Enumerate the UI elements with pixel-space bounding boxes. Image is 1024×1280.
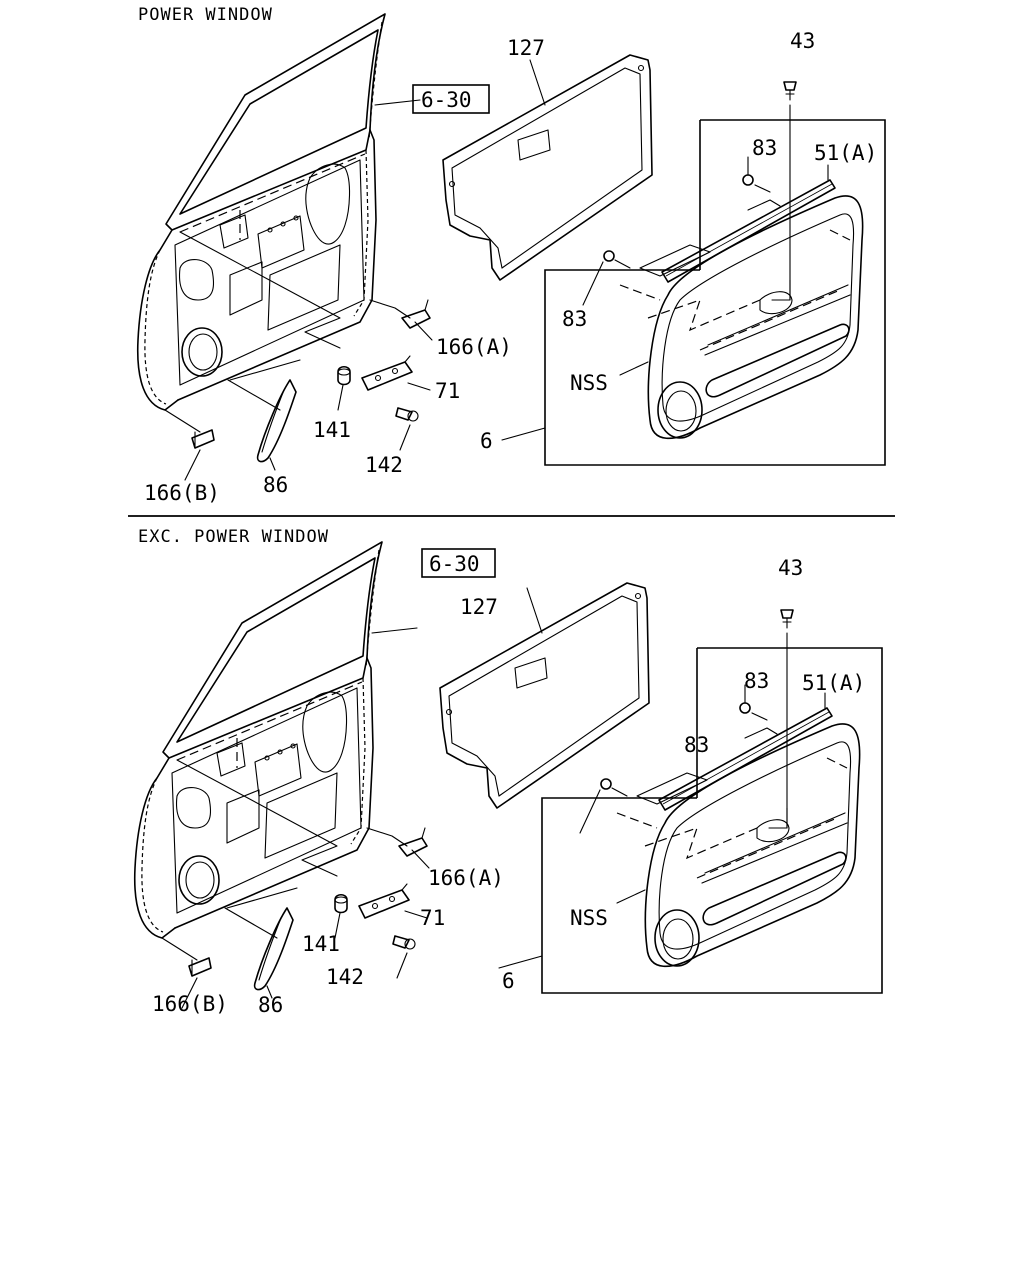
label-86: 86 xyxy=(258,993,283,1017)
label-43: 43 xyxy=(790,29,815,53)
section-title: POWER WINDOW xyxy=(138,5,273,25)
label-51a: 51(A) xyxy=(802,671,865,695)
label-6: 6 xyxy=(502,969,515,993)
label-166b: 166(B) xyxy=(144,481,220,505)
ref-label: 6-30 xyxy=(429,552,480,576)
label-86: 86 xyxy=(263,473,288,497)
label-166a: 166(A) xyxy=(428,866,504,890)
section-title: EXC. POWER WINDOW xyxy=(138,527,329,547)
label-71: 71 xyxy=(435,379,460,403)
label-83-lower: 83 xyxy=(562,307,587,331)
label-127: 127 xyxy=(460,595,498,619)
section-power-window: POWER WINDOW 6-30 127 43 83 51(A) 83 166… xyxy=(136,5,886,505)
section-exc-power-window: EXC. POWER WINDOW 6-30 127 43 83 51(A) 8… xyxy=(133,527,883,1017)
label-166a: 166(A) xyxy=(436,335,512,359)
ref-label: 6-30 xyxy=(421,88,472,112)
label-71: 71 xyxy=(420,906,445,930)
label-142: 142 xyxy=(365,453,403,477)
label-83-upper: 83 xyxy=(752,136,777,160)
label-83-lower: 83 xyxy=(684,733,709,757)
label-51a: 51(A) xyxy=(814,141,877,165)
label-166b: 166(B) xyxy=(152,992,228,1016)
label-83-upper: 83 xyxy=(744,669,769,693)
label-6: 6 xyxy=(480,429,493,453)
label-141: 141 xyxy=(313,418,351,442)
ref-box xyxy=(412,84,490,114)
label-142: 142 xyxy=(326,965,364,989)
label-127: 127 xyxy=(507,36,545,60)
label-141: 141 xyxy=(302,932,340,956)
label-43: 43 xyxy=(778,556,803,580)
label-nss: NSS xyxy=(570,906,608,930)
label-nss: NSS xyxy=(570,371,608,395)
ref-box xyxy=(421,548,496,578)
